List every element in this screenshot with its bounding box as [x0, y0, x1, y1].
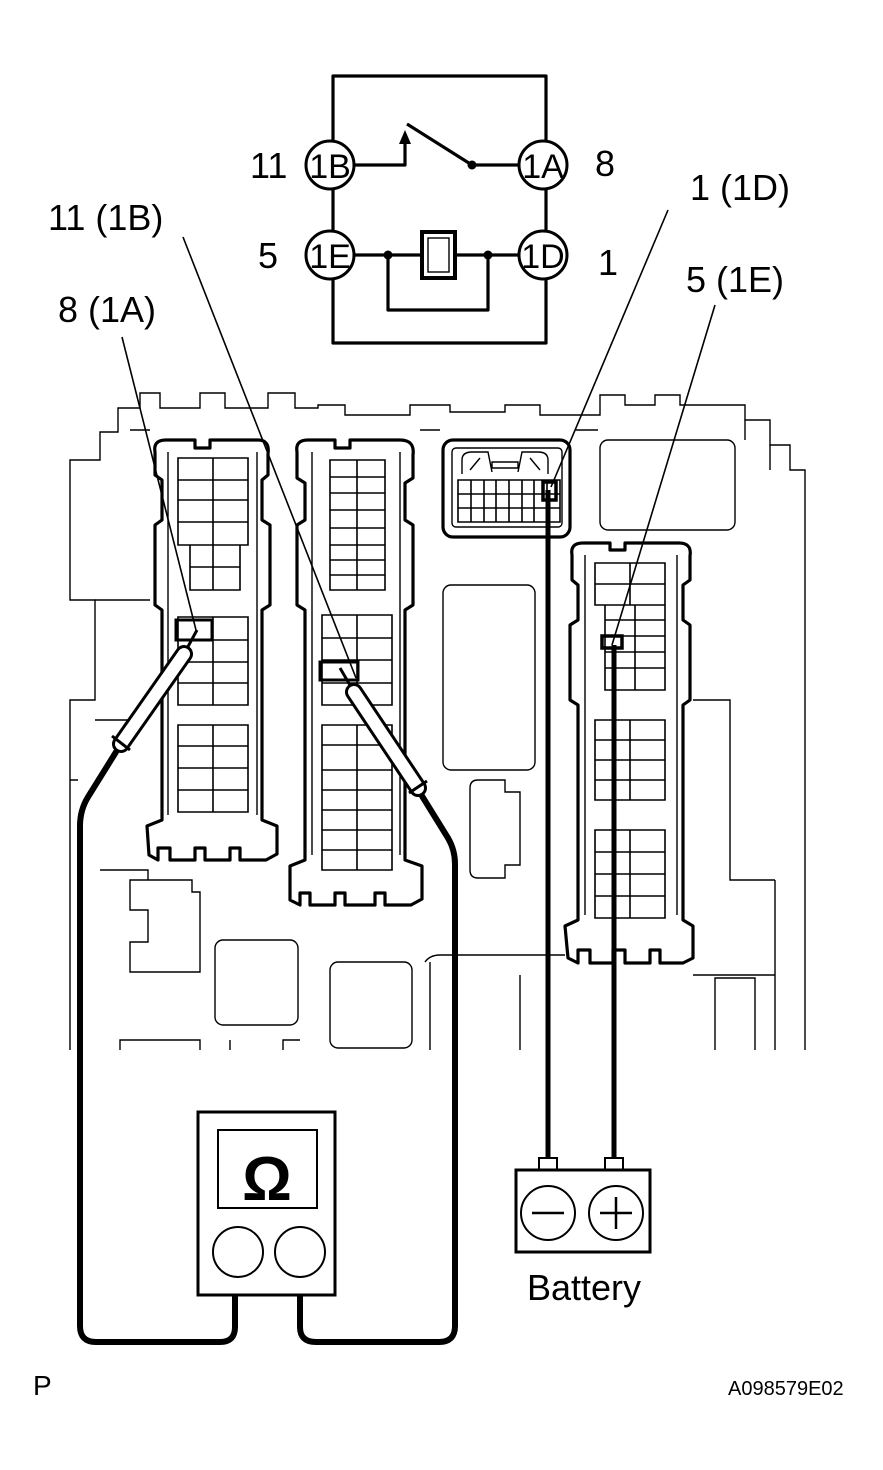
switch-arm — [406, 122, 473, 167]
callouts: 1 (1D) 11 (1B) 5 (1E) 8 (1A) — [48, 167, 790, 330]
junction-block-edge — [69, 392, 806, 1050]
ohmmeter-jack-right — [274, 1226, 326, 1278]
leader-line-1D — [550, 209, 669, 488]
terminal-1D-label: 1D — [521, 238, 564, 276]
relay-schematic: 1B 1A 1E 1D 11 8 5 1 — [250, 74, 618, 345]
terminal-1D-circle — [517, 229, 569, 281]
ohmmeter-leads — [77, 629, 458, 1345]
terminal-1B-label: 1B — [309, 148, 351, 186]
ohm-symbol: Ω — [242, 1145, 292, 1214]
coil-icon — [420, 230, 457, 280]
connector-top-small — [441, 438, 572, 539]
pin-number-1E: 5 — [258, 235, 278, 276]
ohmmeter-jack-left — [212, 1226, 264, 1278]
leader-line-1B — [182, 236, 357, 679]
terminal-1E-label: 1E — [309, 238, 351, 276]
connector-left-cells-bottom — [177, 724, 249, 813]
junction-block-cavity-center — [442, 584, 536, 771]
connector-top-small-housing — [441, 438, 572, 539]
callout-1E: 5 (1E) — [686, 259, 784, 300]
leader-line-1E — [611, 304, 716, 646]
left-probe-wire — [77, 749, 238, 1345]
left-test-probe — [111, 629, 199, 753]
coil-inner — [427, 237, 450, 273]
connector-middle-cells-bottom — [321, 724, 393, 871]
pin-number-1D: 1 — [598, 242, 618, 283]
minus-terminal-icon — [520, 1185, 576, 1241]
terminal-1A-label: 1A — [522, 148, 564, 186]
battery-icon: Battery — [514, 1157, 652, 1308]
left-probe-body — [115, 648, 190, 750]
pin-number-1A: 8 — [595, 143, 615, 184]
right-probe-band — [408, 779, 428, 795]
junction-block-left-detail — [70, 599, 150, 880]
left-probe-band — [111, 734, 131, 752]
connector-middle — [288, 438, 424, 907]
junction-block-cavity-lower-left — [214, 939, 299, 1026]
right-probe-body — [348, 686, 424, 794]
terminal-1B-circle — [304, 139, 356, 191]
junction-block-cavity-lower-mid — [329, 961, 413, 1049]
connector-middle-cells-mid — [321, 614, 393, 706]
plus-terminal-icon — [588, 1185, 644, 1241]
connector-left-housing — [145, 438, 279, 862]
terminal-1A-circle — [517, 139, 569, 191]
junction-block-cavity-left — [129, 879, 201, 973]
connector-middle-inner-wall — [311, 452, 401, 855]
relay-housing — [331, 74, 548, 345]
connector-right-cells-top — [594, 562, 666, 691]
switch-fixed-lead — [354, 142, 407, 167]
connector-top-small-inner — [451, 447, 563, 528]
battery-label: Battery — [527, 1267, 641, 1308]
right-probe-wire — [297, 793, 458, 1345]
callout-1B: 11 (1B) — [48, 197, 163, 238]
connector-left-inner-wall — [167, 452, 258, 815]
right-test-probe — [338, 667, 428, 797]
connector-right-inner-wall — [584, 555, 678, 915]
leader-line-1A — [121, 336, 197, 631]
junction-block-cavity-small — [469, 779, 521, 879]
arrow-up-icon — [399, 130, 411, 144]
connector-middle-cells-top — [329, 459, 386, 591]
connector-right-cells-mid — [594, 719, 666, 801]
junction-block-lower-detail — [119, 699, 776, 1050]
connector-right — [563, 541, 695, 965]
connector-left-cells-top — [177, 457, 249, 591]
junction-block-top-detail — [130, 420, 771, 470]
callout-1A: 8 (1A) — [58, 289, 156, 330]
leader-lines — [121, 209, 716, 679]
junction-block-outline — [69, 392, 806, 1050]
illustration-id: A098579E02 — [728, 1378, 844, 1400]
battery-leads — [545, 490, 617, 1158]
terminal-11-1B-cavity — [318, 660, 360, 682]
callout-1D: 1 (1D) — [690, 167, 790, 208]
ohmmeter-icon: Ω — [196, 1110, 337, 1297]
coil-bypass-loop — [386, 255, 490, 312]
pin-number-1B: 11 — [250, 145, 287, 186]
terminal-1E-circle — [304, 229, 356, 281]
ohmmeter-display — [217, 1129, 318, 1209]
connector-left — [145, 438, 279, 862]
junction-block-cavity-top-right — [599, 439, 736, 531]
connector-middle-housing — [288, 438, 424, 907]
connector-top-small-latch — [461, 451, 549, 474]
view-code: P — [33, 1370, 52, 1401]
connector-right-cells-bottom — [594, 829, 666, 919]
connector-right-housing — [563, 541, 695, 965]
